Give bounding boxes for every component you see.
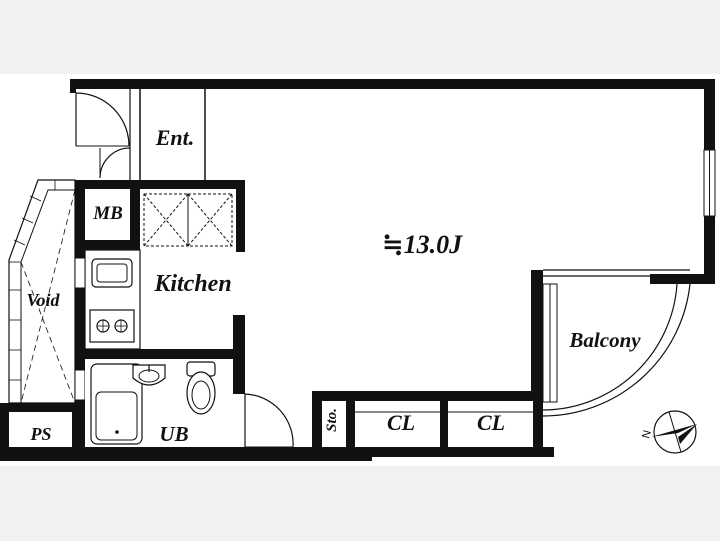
- kitchen-sink-icon: [91, 258, 133, 288]
- unit-bath-label: UB: [159, 422, 188, 446]
- closet-doors: [322, 401, 533, 447]
- unit-bath: [85, 359, 233, 447]
- kitchen-counter: [84, 249, 141, 350]
- bathtub-icon: [90, 363, 143, 445]
- entrance: Ent.: [75, 89, 206, 180]
- entrance-door-arc[interactable]: [75, 92, 130, 147]
- pipe-space-label: PS: [29, 424, 51, 444]
- right-window: [703, 149, 716, 217]
- upper-cabinets: [143, 193, 233, 247]
- entrance-label: Ent.: [155, 125, 195, 150]
- kitchen-label: Kitchen: [153, 271, 231, 297]
- balcony-label: Balcony: [568, 328, 641, 352]
- closet-1-label: CL: [387, 410, 415, 435]
- compass-rose-icon: N: [640, 410, 697, 454]
- storage-label: Sto.: [324, 408, 340, 432]
- main-room-area-label: ≒13.0J: [382, 230, 463, 259]
- bath-door[interactable]: [244, 393, 294, 448]
- north-label: N: [640, 429, 654, 440]
- void-area: [8, 179, 86, 404]
- void-label: Void: [26, 290, 60, 310]
- balcony: [531, 269, 691, 417]
- meter-box-label: MB: [92, 203, 123, 224]
- closet-2-label: CL: [477, 410, 505, 435]
